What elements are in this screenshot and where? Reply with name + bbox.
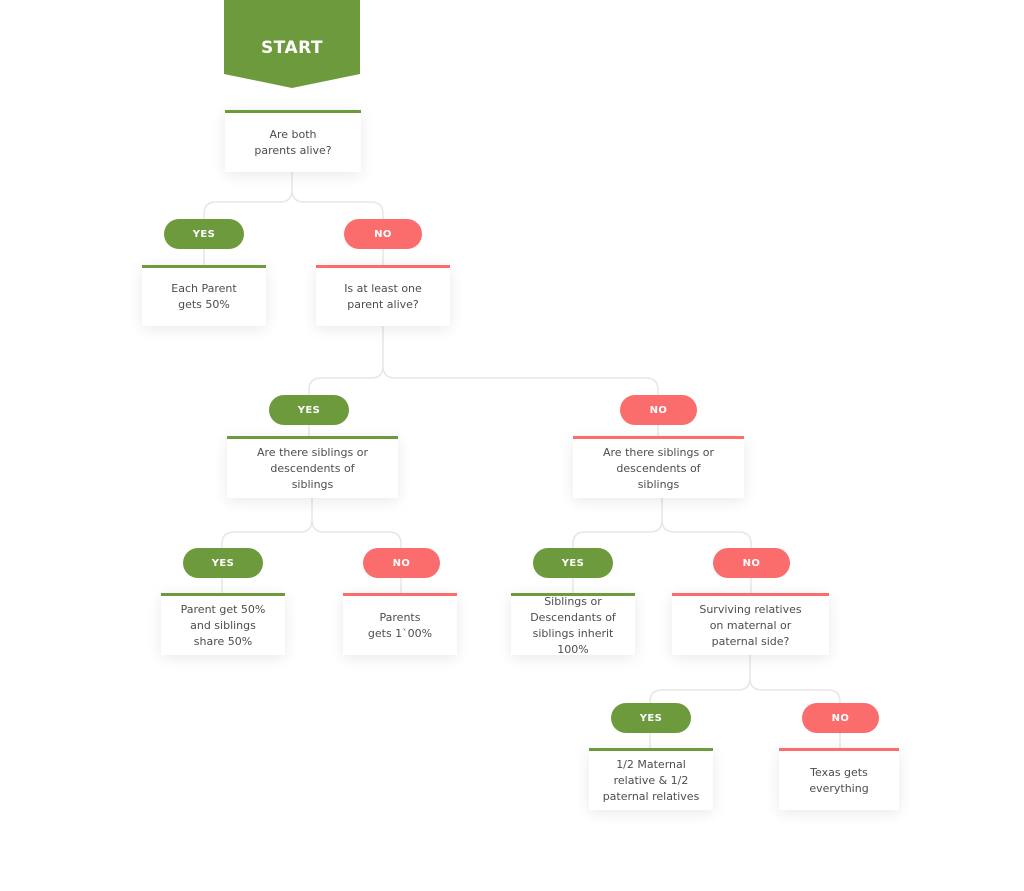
question-one-parent-alive: Is at least one parent alive? bbox=[316, 265, 450, 326]
connector-q2-branches bbox=[308, 326, 659, 396]
question-text: Are there siblings or descendents of sib… bbox=[257, 445, 368, 491]
answer-text: Parents gets 1`00% bbox=[367, 610, 433, 640]
yes-pill: YES bbox=[164, 219, 244, 249]
yes-pill: YES bbox=[611, 703, 691, 733]
answer-text: 1/2 Maternal relative & 1/2 paternal rel… bbox=[602, 757, 700, 803]
question-surviving-relatives: Surviving relatives on maternal or pater… bbox=[672, 593, 829, 655]
connector-q3a-branches bbox=[221, 498, 402, 548]
answer-text: Siblings or Descendants of siblings inhe… bbox=[530, 594, 616, 656]
answer-text: Each Parent gets 50% bbox=[171, 282, 237, 311]
no-pill: NO bbox=[344, 219, 422, 249]
answer-parents-100: Parents gets 1`00% bbox=[343, 593, 457, 655]
no-pill: NO bbox=[363, 548, 440, 578]
start-label: START bbox=[260, 38, 324, 58]
connector-q4-branches bbox=[649, 655, 841, 704]
question-text: Are both parents alive? bbox=[254, 127, 332, 157]
question-text: Is at least one parent alive? bbox=[344, 282, 422, 311]
answer-split-maternal-paternal: 1/2 Maternal relative & 1/2 paternal rel… bbox=[589, 748, 713, 810]
question-both-parents-alive: Are both parents alive? bbox=[225, 110, 361, 172]
yes-pill: YES bbox=[269, 395, 349, 425]
start-banner: START bbox=[224, 0, 360, 88]
no-pill: NO bbox=[713, 548, 790, 578]
answer-each-parent-50: Each Parent gets 50% bbox=[142, 265, 266, 326]
answer-text: Texas gets everything bbox=[809, 765, 869, 795]
no-pill: NO bbox=[620, 395, 697, 425]
connector-q1-branches bbox=[203, 172, 384, 220]
answer-texas-gets-everything: Texas gets everything bbox=[779, 748, 899, 810]
start-arrow-shape bbox=[224, 0, 360, 88]
question-text: Surviving relatives on maternal or pater… bbox=[699, 602, 802, 648]
question-siblings-yes-branch: Are there siblings or descendents of sib… bbox=[227, 436, 398, 498]
no-pill: NO bbox=[802, 703, 879, 733]
yes-pill: YES bbox=[183, 548, 263, 578]
answer-parent-50-siblings-50: Parent get 50% and siblings share 50% bbox=[161, 593, 285, 655]
yes-pill: YES bbox=[533, 548, 613, 578]
question-text: Are there siblings or descendents of sib… bbox=[603, 445, 714, 491]
answer-text: Parent get 50% and siblings share 50% bbox=[180, 602, 266, 648]
answer-siblings-inherit-100: Siblings or Descendants of siblings inhe… bbox=[511, 593, 635, 656]
question-siblings-no-branch: Are there siblings or descendents of sib… bbox=[573, 436, 744, 498]
connector-q3b-branches bbox=[572, 498, 752, 548]
